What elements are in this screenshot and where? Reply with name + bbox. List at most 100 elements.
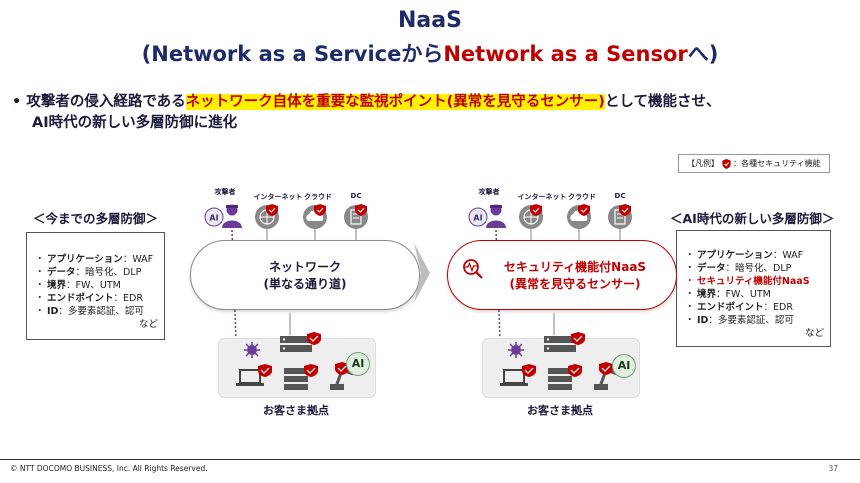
server-icon (544, 332, 585, 352)
right-item: セキュリティ機能付NaaS (685, 275, 830, 288)
right-item-value: ：多要素認証、認可 (708, 315, 794, 326)
legend-text: ：各種セキュリティ機能 (733, 159, 821, 168)
left-item: ID：多要素認証、認可 (35, 305, 164, 318)
right-item-value: ：EDR (763, 302, 793, 313)
right-attacker-label: 攻撃者 (478, 188, 500, 196)
left-dc-label: DC (350, 192, 362, 200)
bullet-prefix: • 攻撃者の侵入経路である (12, 94, 186, 110)
right-network-line2: (異常を見守るセンサー) (509, 277, 641, 291)
page-subtitle: (Network as a ServiceからNetwork as a Sens… (0, 38, 860, 68)
left-item-name: データ (47, 267, 76, 278)
storage-icon (548, 364, 582, 390)
left-item-value: ：WAF (122, 254, 154, 265)
svg-text:AI: AI (209, 214, 218, 223)
copyright: © NTT DOCOMO BUSINESS, Inc. All Rights R… (10, 464, 208, 473)
page-number: 37 (828, 464, 838, 473)
footer-divider (0, 459, 860, 460)
right-site-label: お客さま拠点 (527, 404, 593, 417)
right-item: アプリケーション：WAF (685, 249, 830, 262)
attacker-icon (222, 204, 242, 228)
cloud-icon (303, 204, 327, 229)
robot-arm-icon (330, 362, 354, 390)
storage-icon (284, 364, 318, 390)
left-item-value: ：FW、UTM (66, 280, 121, 291)
left-section-title: ＜今までの多層防御＞ (33, 211, 159, 226)
left-item-value: ：暗号化、DLP (75, 267, 142, 278)
datacenter-icon (344, 204, 368, 229)
right-item-name: 境界 (697, 289, 717, 300)
left-network-oval: ネットワーク (単なる通り道) (190, 240, 420, 310)
right-item-name: アプリケーション (697, 250, 773, 261)
left-item-value: ：多要素認証、認可 (58, 306, 144, 317)
left-network-line2: (単なる通り道) (263, 277, 347, 291)
left-item-name: エンドポイント (47, 293, 114, 304)
right-item: データ：暗号化、DLP (685, 262, 830, 275)
right-item-value: ：暗号化、DLP (725, 263, 792, 274)
right-item-name: データ (697, 263, 726, 274)
subtitle-open: ( (141, 42, 152, 66)
laptop-icon (500, 364, 536, 386)
datacenter-icon (608, 204, 632, 229)
cloud-icon (567, 204, 591, 229)
right-item-name: ID (697, 315, 709, 326)
left-attacker-label: 攻撃者 (214, 188, 236, 196)
right-item-value: ：WAF (772, 250, 804, 261)
right-section-title: ＜AI時代の新しい多層防御＞ (670, 211, 835, 226)
right-item-value: ：FW、UTM (716, 289, 771, 300)
svg-text:AI: AI (473, 214, 482, 223)
page-title: NaaS (398, 8, 462, 33)
transition-arrow-icon (414, 243, 430, 303)
bullet-highlight: ネットワーク自体を重要な監視ポイント(異常を見守るセンサー) (185, 94, 605, 110)
right-internet-label: インターネット (517, 193, 567, 201)
left-item-name: 境界 (47, 280, 67, 291)
legend: 【凡例】 ：各種セキュリティ機能 (678, 154, 830, 173)
robot-arm-icon (594, 362, 618, 390)
left-diagram: AI (204, 204, 368, 352)
left-item: アプリケーション：WAF (35, 253, 164, 266)
left-nado: など (138, 319, 158, 330)
right-nado: など (804, 328, 824, 339)
shield-icon (266, 204, 278, 216)
left-item-name: アプリケーション (47, 254, 123, 265)
right-item: 境界：FW、UTM (685, 288, 830, 301)
right-item-name: セキュリティ機能付NaaS (697, 276, 810, 287)
left-defense-list: アプリケーション：WAFデータ：暗号化、DLP境界：FW、UTMエンドポイント：… (26, 232, 165, 340)
left-cloud-label: クラウド (304, 193, 332, 201)
bullet-line2: AI時代の新しい多層防御に進化 (32, 115, 238, 131)
left-item: 境界：FW、UTM (35, 279, 164, 292)
ai-badge-icon: AI (204, 207, 224, 227)
right-dc-label: DC (614, 192, 626, 200)
ai-badge-icon: AI (468, 207, 488, 227)
left-internet-label: インターネット (253, 193, 303, 201)
right-diagram: AI (468, 204, 632, 352)
right-item-name: エンドポイント (697, 302, 764, 313)
left-item: エンドポイント：EDR (35, 292, 164, 305)
attacker-icon (486, 204, 506, 228)
right-cloud-label: クラウド (568, 193, 596, 201)
right-item: ID：多要素認証、認可 (685, 314, 830, 327)
virus-icon (244, 342, 260, 358)
right-item: エンドポイント：EDR (685, 301, 830, 314)
legend-prefix: 【凡例】 (687, 159, 719, 168)
subtitle-part2: Network as a Sensor (443, 42, 688, 66)
virus-icon (508, 342, 524, 358)
left-item: データ：暗号化、DLP (35, 266, 164, 279)
right-site-icons (500, 332, 618, 390)
internet-globe-icon (255, 204, 279, 229)
left-network-line1: ネットワーク (268, 260, 341, 274)
subtitle-part1: Network as a Serviceから (151, 42, 444, 66)
left-ai-circle: AI (346, 352, 370, 376)
laptop-icon (236, 364, 272, 386)
sensor-magnifier-icon (463, 259, 483, 279)
right-defense-list: アプリケーション：WAFデータ：暗号化、DLPセキュリティ機能付NaaS境界：F… (676, 230, 831, 347)
right-network-oval: セキュリティ機能付NaaS (異常を見守るセンサー) (447, 240, 677, 310)
subtitle-part3: へ) (687, 42, 719, 66)
left-site-icons (236, 332, 354, 390)
internet-globe-icon (519, 204, 543, 229)
left-item-value: ：EDR (113, 293, 143, 304)
left-item-name: ID (47, 306, 59, 317)
right-network-line1: セキュリティ機能付NaaS (503, 260, 647, 274)
left-site-label: お客さま拠点 (263, 404, 329, 417)
right-ai-circle: AI (612, 354, 636, 378)
bullet-suffix: として機能させ、 (604, 94, 721, 110)
